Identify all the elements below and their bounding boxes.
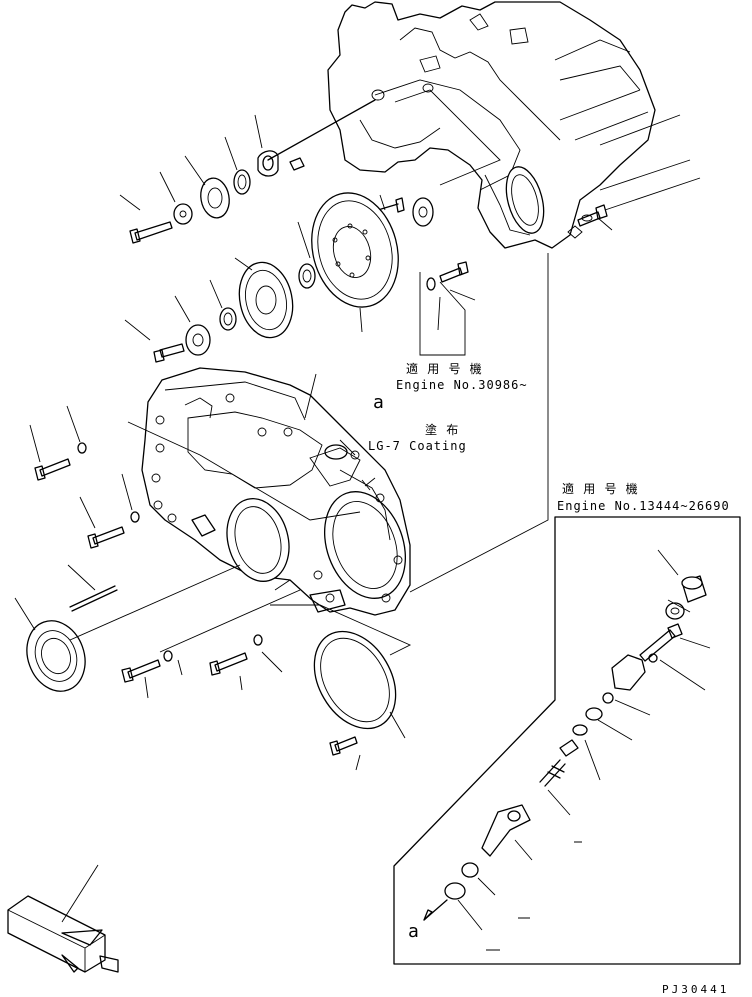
crank-gear: [298, 192, 434, 308]
leader-lines: [14, 89, 711, 951]
idler-gear: [153, 261, 294, 363]
drawing-code: PJ30441: [662, 983, 730, 996]
coating-jp-label: 塗 布: [425, 423, 460, 437]
left-bolts: [26, 442, 263, 692]
inset-parts: [393, 516, 741, 965]
reference-mark-a-bottom: a: [408, 921, 419, 942]
reference-mark-a-top: a: [373, 392, 384, 413]
seal-ring: [313, 630, 397, 756]
engine-number-label-1: Engine No.30986~: [396, 378, 528, 392]
bolt-set-right: [426, 204, 608, 291]
applicability-jp-label-1: 適 用 号 機: [406, 362, 483, 376]
engine-number-label-2: Engine No.13444~26690: [557, 499, 730, 513]
front-cover: [141, 367, 411, 616]
idler-shaft-parts: [129, 99, 376, 244]
applicability-jp-label-2: 適 用 号 機: [562, 482, 639, 496]
coating-en-label: LG-7 Coating: [368, 439, 467, 453]
special-tool: [7, 895, 119, 973]
engine-block: [327, 1, 701, 249]
